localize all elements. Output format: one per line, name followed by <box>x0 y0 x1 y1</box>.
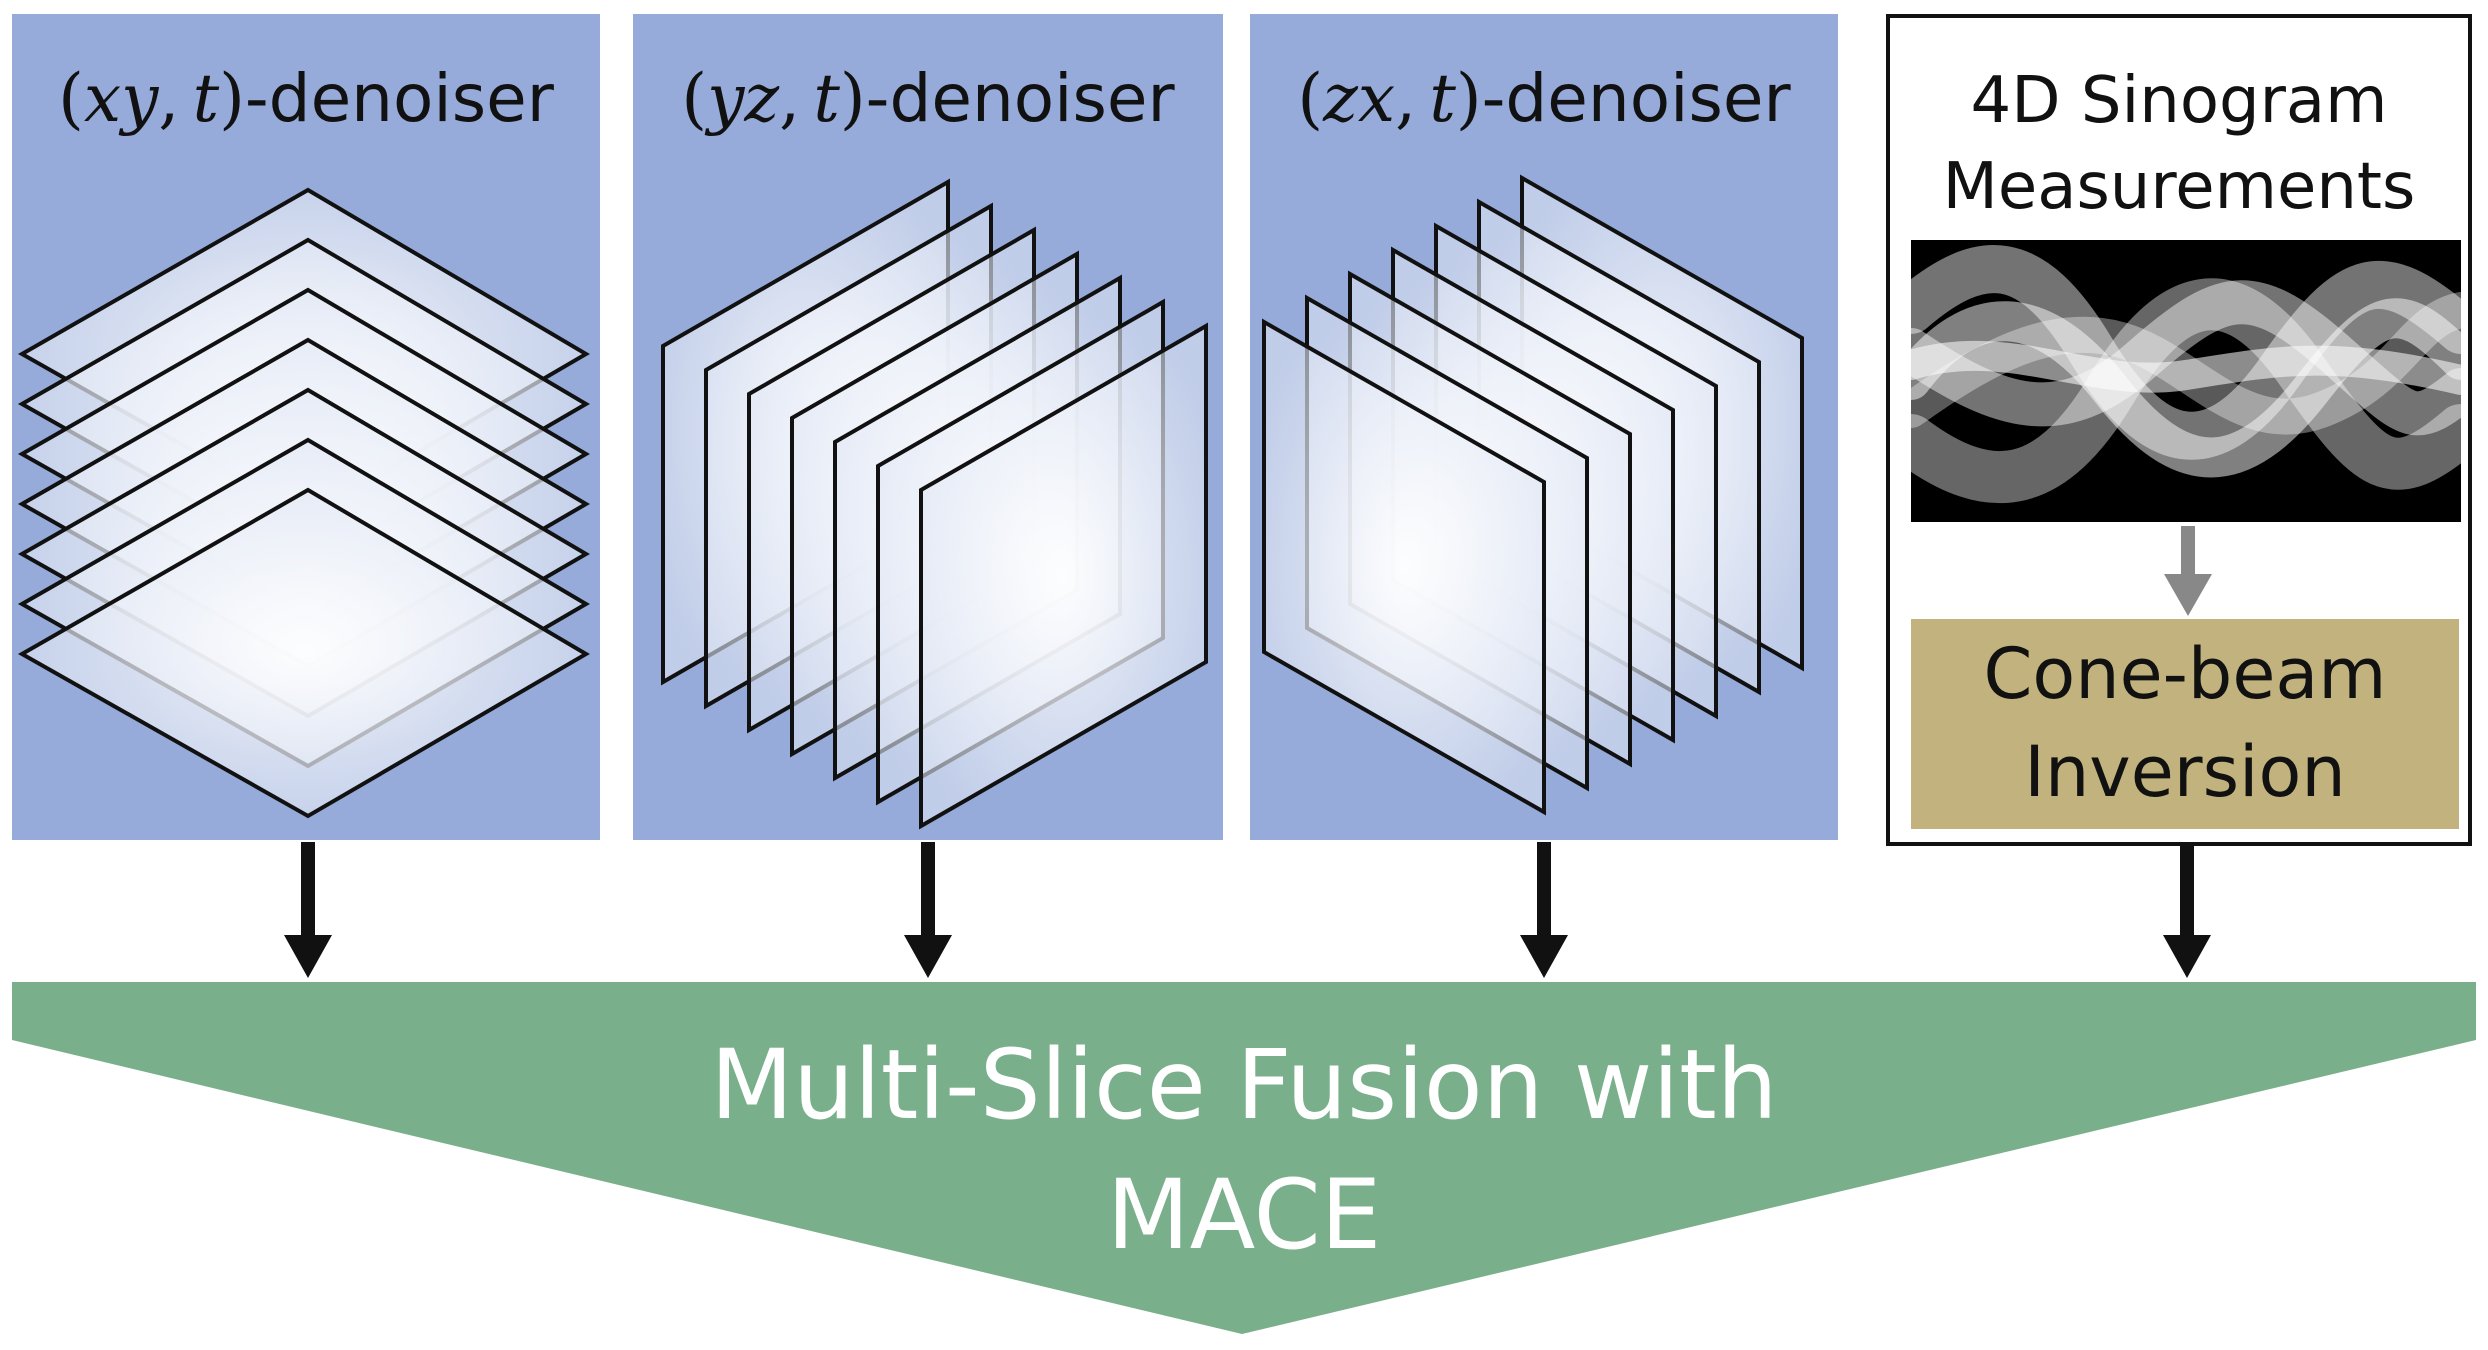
xy-arrow <box>284 842 332 978</box>
fusion-label: Multi-Slice Fusion with MACE <box>0 1020 2488 1280</box>
xy-slice-stack <box>17 187 590 819</box>
sinogram-panel: 4D Sinogram Measurements Cone-beam Inver… <box>1886 14 2472 846</box>
sinogram-title: 4D Sinogram Measurements <box>1890 58 2468 230</box>
cone-beam-inversion-box: Cone-beam Inversion <box>1911 619 2459 829</box>
cone-beam-line1: Cone-beam <box>1983 633 2387 715</box>
yz-arrow <box>904 842 952 978</box>
zx-slice <box>1262 318 1546 816</box>
zx-slice-stack <box>1262 174 1804 816</box>
cone-beam-line2: Inversion <box>2024 731 2346 813</box>
inversion-arrow <box>2163 846 2211 978</box>
fusion-label-line2: MACE <box>1106 1159 1382 1271</box>
yz-slice-stack <box>661 178 1208 830</box>
xy-denoiser-title: (xy, t)-denoiser <box>58 60 554 137</box>
zx-arrow <box>1520 842 1568 978</box>
zx-denoiser-title: (zx, t)-denoiser <box>1297 60 1791 137</box>
sinogram-image <box>1911 240 2461 522</box>
sinogram-title-line2: Measurements <box>1942 150 2416 224</box>
sinogram-title-line1: 4D Sinogram <box>1970 64 2388 138</box>
yz-slice <box>919 322 1208 830</box>
fusion-label-line1: Multi-Slice Fusion with <box>710 1029 1778 1141</box>
sinogram-to-inversion-arrow <box>2164 526 2212 616</box>
xy-slice <box>17 487 590 819</box>
yz-denoiser-title: (yz, t)-denoiser <box>681 60 1175 137</box>
